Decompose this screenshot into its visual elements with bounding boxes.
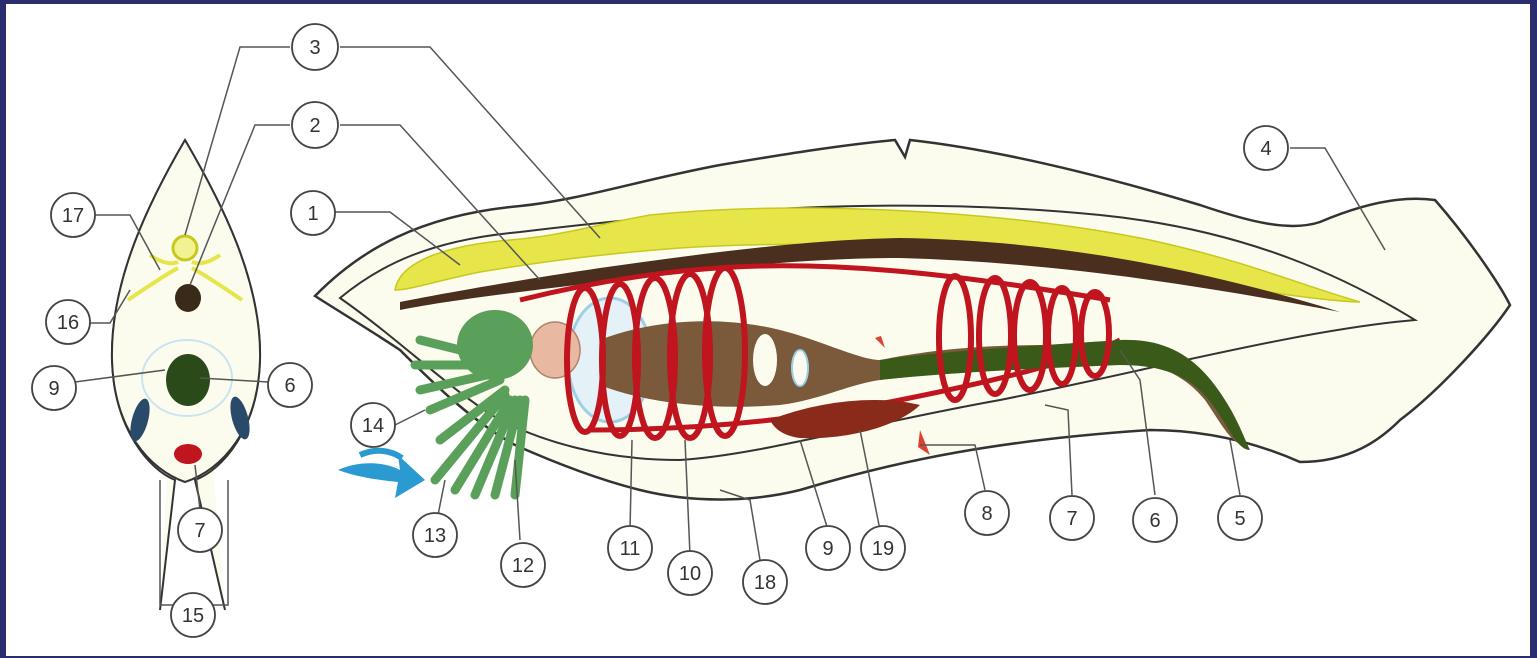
label-9-cross: 9	[48, 378, 59, 400]
label-10: 10	[679, 563, 701, 585]
label-11: 11	[620, 538, 641, 560]
cross-section-nerve-cord	[173, 236, 197, 260]
label-5: 5	[1234, 508, 1245, 530]
water-flow-arrow-curve	[360, 451, 402, 458]
water-flow-arrow	[338, 455, 425, 498]
oral-hood	[457, 310, 533, 380]
gut-chamber-2	[792, 350, 808, 386]
cross-section-gut	[166, 354, 210, 406]
label-7-cross: 7	[194, 520, 205, 542]
label-4: 4	[1260, 138, 1271, 160]
cross-section-notochord	[175, 284, 201, 312]
label-2: 2	[309, 115, 320, 137]
label-8: 8	[981, 503, 992, 525]
gut-chamber	[753, 334, 777, 386]
label-13: 13	[424, 525, 446, 547]
cross-section-ventral-vessel	[174, 444, 202, 464]
label-3: 3	[309, 37, 320, 59]
label-9: 9	[822, 538, 833, 560]
label-14: 14	[362, 415, 384, 437]
label-12: 12	[512, 555, 534, 577]
label-17: 17	[62, 205, 84, 227]
label-16: 16	[57, 312, 79, 334]
label-6: 6	[1149, 510, 1160, 532]
label-18: 18	[754, 572, 776, 594]
label-19: 19	[872, 538, 894, 560]
label-7: 7	[1066, 508, 1077, 530]
label-6-cross: 6	[284, 375, 295, 397]
label-1: 1	[307, 203, 318, 225]
wheel-organ	[530, 322, 580, 378]
label-15: 15	[182, 605, 204, 627]
